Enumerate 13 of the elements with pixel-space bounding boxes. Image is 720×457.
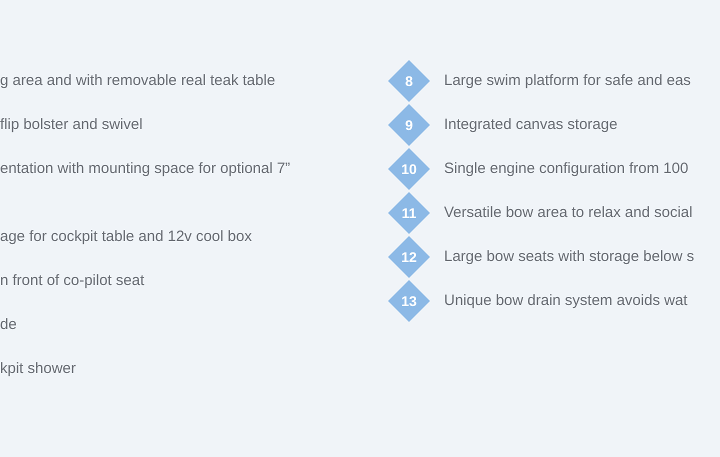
feature-text: Large bow seats with storage below s — [444, 247, 694, 267]
feature-text: kpit shower — [0, 359, 76, 379]
feature-text: age for cockpit table and 12v cool box — [0, 227, 252, 247]
feature-text: Versatile bow area to relax and social — [444, 203, 692, 223]
feature-text: entation with mounting space for optional 7” — [0, 159, 290, 179]
feature-text: n front of co-pilot seat — [0, 271, 144, 291]
feature-text: flip bolster and swivel — [0, 115, 143, 135]
feature-text: Unique bow drain system avoids wat — [444, 291, 688, 311]
feature-text: g area and with removable real teak table — [0, 71, 276, 91]
feature-text: Single engine configuration from 100 — [444, 159, 688, 179]
feature-text: Integrated canvas storage — [444, 115, 618, 135]
feature-text: de — [0, 315, 17, 335]
feature-text: Large swim platform for safe and eas — [444, 71, 691, 91]
